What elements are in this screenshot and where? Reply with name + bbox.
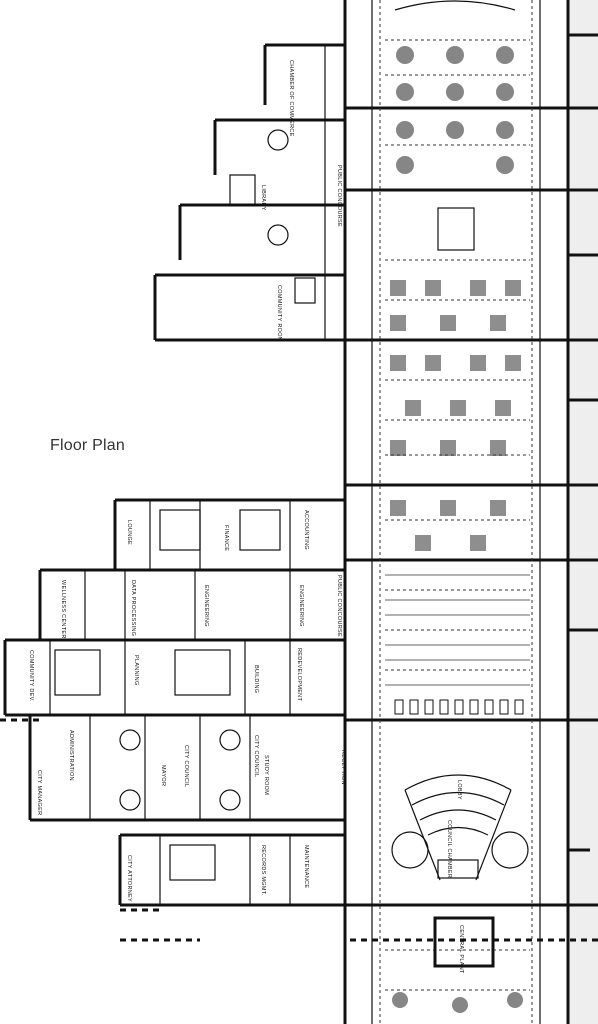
label-redevelopment: REDEVELOPMENT [296, 648, 302, 701]
label-mayor: MAYOR [160, 765, 166, 786]
concourse-cross-walls [345, 106, 598, 907]
label-planning: PLANNING [133, 655, 139, 686]
east-stub-walls [568, 33, 598, 852]
label-reception: RECEPTION [340, 750, 346, 785]
workstation-clusters [390, 280, 521, 551]
room-labels: CHAMBER OF COMMERCE LIBRARY PUBLIC CONCO… [28, 60, 464, 974]
label-council-chamber: COUNCIL CHAMBER [446, 820, 452, 878]
edge-band [568, 0, 598, 1024]
open-office-rows [385, 574, 530, 686]
label-engineering-2: ENGINEERING [298, 585, 304, 627]
council-chamber-seating [391, 774, 529, 881]
label-wellness-center: WELLNESS CENTER [60, 580, 66, 639]
label-building: BUILDING [253, 665, 259, 693]
label-maintenance: MAINTENANCE [303, 845, 309, 888]
south-courtyard-trees [392, 992, 523, 1013]
west-wing-dashed-extensions [0, 718, 598, 942]
north-entrance-arc [394, 0, 516, 11]
label-lounge: LOUNGE [126, 520, 132, 545]
label-city-council-1: CITY COUNCIL [183, 745, 189, 787]
label-community-dev: COMMUNITY DEV. [28, 650, 34, 702]
courtyard-trees [396, 46, 514, 174]
label-city-attorney: CITY ATTORNEY [126, 855, 132, 902]
floor-plan-caption: Floor Plan [50, 437, 125, 454]
label-records-mgmt: RECORDS MGMT. [260, 845, 266, 896]
label-finance: FINANCE [223, 525, 229, 551]
label-engineering-1: ENGINEERING [203, 585, 209, 627]
label-study-room: STUDY ROOM [263, 755, 269, 795]
label-chamber: CHAMBER OF COMMERCE [288, 60, 294, 137]
upper-west-annex [153, 43, 345, 342]
label-administration: ADMINISTRATION [68, 730, 74, 781]
label-data-processing: DATA PROCESSING [130, 580, 136, 636]
label-lobby: LOBBY [456, 780, 462, 800]
label-library: LIBRARY [260, 185, 266, 211]
concourse-column-grid [379, 0, 533, 1024]
central-plant-block [433, 916, 495, 968]
label-accounting: ACCOUNTING [303, 510, 309, 550]
label-city-manager: CITY MANAGER [36, 770, 42, 815]
label-community-room: COMMUNITY ROOM [276, 285, 282, 342]
west-office-wing [3, 498, 345, 907]
fountain-square [437, 207, 475, 251]
label-public-concourse-1: PUBLIC CONCOURSE [336, 165, 342, 227]
label-city-council-2: CITY COUNCIL [253, 735, 259, 777]
label-central-plant: CENTRAL PLANT [458, 925, 464, 974]
bench-row [394, 699, 524, 715]
label-public-concourse-2: PUBLIC CONCOURSE [336, 575, 342, 637]
